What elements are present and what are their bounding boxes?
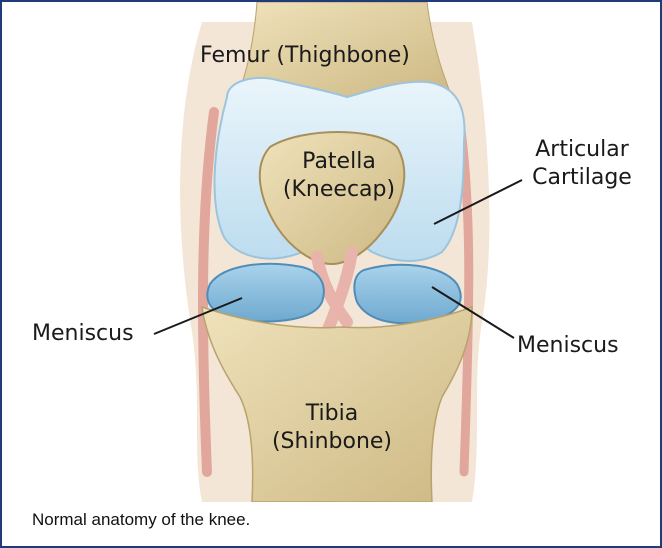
patella-label: Patella (Kneecap) (274, 148, 404, 204)
cartilage-label-line1: Articular (522, 136, 642, 164)
cartilage-label-line2: Cartilage (522, 164, 642, 192)
meniscus-right-label: Meniscus (517, 332, 619, 360)
patella-label-line2: (Kneecap) (274, 176, 404, 204)
left-meniscus (207, 264, 323, 322)
patella-label-line1: Patella (274, 148, 404, 176)
tibia-label-line2: (Shinbone) (262, 428, 402, 456)
femur-label: Femur (Thighbone) (200, 42, 410, 70)
figure-caption: Normal anatomy of the knee. (32, 510, 250, 530)
meniscus-left-label: Meniscus (32, 320, 134, 348)
tibia-label-line1: Tibia (262, 400, 402, 428)
articular-cartilage-label: Articular Cartilage (522, 136, 642, 192)
tibia-label: Tibia (Shinbone) (262, 400, 402, 456)
